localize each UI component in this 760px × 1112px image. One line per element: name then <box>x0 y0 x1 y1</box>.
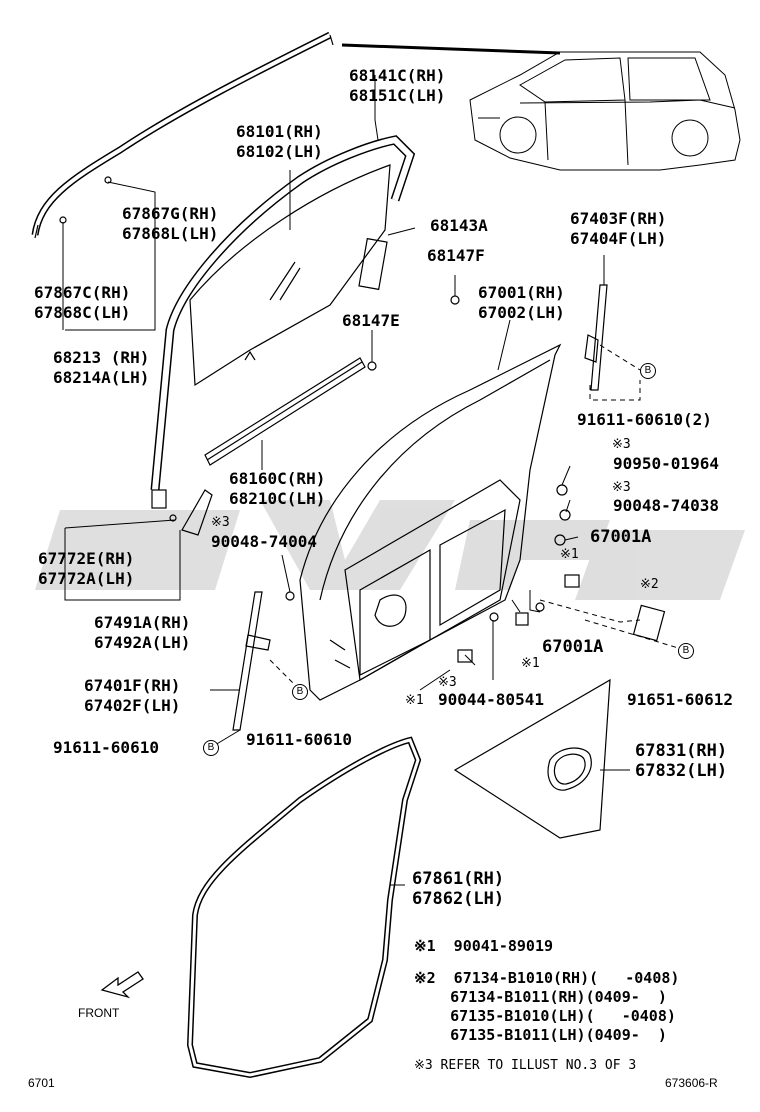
b-mark-3: B <box>292 684 308 700</box>
note-2-line4: 67135-B1011(LH)(0409- ) <box>414 1026 667 1044</box>
label-67867G: 67867G(RH) <box>122 204 219 223</box>
label-68147F: 68147F <box>427 246 485 265</box>
label-67402F: 67402F(LH) <box>84 696 181 715</box>
label-68141C: 68141C(RH) <box>349 66 446 85</box>
label-67002: 67002(LH) <box>478 303 565 322</box>
label-68101: 68101(RH) <box>236 122 323 141</box>
label-67001: 67001(RH) <box>478 283 565 302</box>
mark-n3-d: ※3 <box>438 675 457 690</box>
label-68151C: 68151C(LH) <box>349 86 446 105</box>
label-68147E: 68147E <box>342 311 400 330</box>
label-67001A-b: 67001A <box>542 637 604 657</box>
door-glass-68101 <box>189 164 391 387</box>
mark-n3-a: ※3 <box>612 437 631 452</box>
mark-n1-a: ※1 <box>560 547 579 562</box>
car-illustration <box>341 43 741 171</box>
label-91611-2: 91611-60610(2) <box>577 410 712 429</box>
front-label: FRONT <box>78 1006 120 1020</box>
label-67491A: 67491A(RH) <box>94 613 191 632</box>
label-91651: 91651-60612 <box>627 690 733 709</box>
label-68214A: 68214A(LH) <box>53 368 150 387</box>
label-68143A: 68143A <box>430 216 488 235</box>
label-68213: 68213 (RH) <box>53 348 150 367</box>
b-mark-2: B <box>678 643 694 659</box>
mark-n3-c: ※3 <box>211 515 230 530</box>
mark-n1-b: ※1 <box>521 656 540 671</box>
label-67861: 67861(RH) <box>412 869 505 889</box>
label-90044: 90044-80541 <box>438 690 544 709</box>
diagram-code-right: 673606-R <box>665 1076 718 1090</box>
label-67492A: 67492A(LH) <box>94 633 191 652</box>
b-mark-1: B <box>640 363 656 379</box>
label-67001A-a: 67001A <box>590 527 652 547</box>
mark-n2: ※2 <box>640 577 659 592</box>
leader-lines <box>62 75 686 886</box>
label-90048-74038: 90048-74038 <box>613 496 719 515</box>
label-90048-74004: 90048-74004 <box>211 532 317 551</box>
mark-n1-c: ※1 <box>405 693 424 708</box>
roof-weatherstrip-68213 <box>31 31 334 239</box>
front-sash-67401F <box>232 591 271 731</box>
watermark <box>35 500 745 600</box>
note-2-line1: ※2 67134-B1010(RH)( -0408) <box>414 969 680 987</box>
label-91611-b: 91611-60610 <box>246 730 352 749</box>
label-90950: 90950-01964 <box>613 454 719 473</box>
belt-molding-68160C <box>204 357 366 466</box>
door-trim-board-67831 <box>453 678 611 839</box>
label-67868L: 67868L(LH) <box>122 224 219 243</box>
note-3: ※3 REFER TO ILLUST NO.3 OF 3 <box>414 1058 637 1073</box>
label-67404F: 67404F(LH) <box>570 229 667 248</box>
door-frame-molding <box>150 135 416 491</box>
label-67832: 67832(LH) <box>635 761 728 781</box>
label-68160C: 68160C(RH) <box>229 469 326 488</box>
label-67403F: 67403F(RH) <box>570 209 667 228</box>
front-arrow-icon <box>100 971 144 999</box>
label-68210C: 68210C(LH) <box>229 489 326 508</box>
label-68102: 68102(LH) <box>236 142 323 161</box>
rear-sash-67403F <box>584 284 608 391</box>
b-mark-4: B <box>203 740 219 756</box>
note-1: ※1 90041-89019 <box>414 937 553 955</box>
door-weatherstrip-67861 <box>186 736 422 1079</box>
label-67401F: 67401F(RH) <box>84 676 181 695</box>
label-67772E: 67772E(RH) <box>38 549 135 568</box>
label-67867C: 67867C(RH) <box>34 283 131 302</box>
label-67862: 67862(LH) <box>412 889 505 909</box>
label-67868C: 67868C(LH) <box>34 303 131 322</box>
note-2-line2: 67134-B1011(RH)(0409- ) <box>414 988 667 1006</box>
label-67831: 67831(RH) <box>635 741 728 761</box>
note-2-line3: 67135-B1010(LH)( -0408) <box>414 1007 676 1025</box>
diagram-code-left: 6701 <box>28 1076 55 1090</box>
mirror-seal-67491A <box>181 489 213 536</box>
label-91611-a: 91611-60610 <box>53 738 159 757</box>
mark-n3-b: ※3 <box>612 480 631 495</box>
label-67772A: 67772A(LH) <box>38 569 135 588</box>
door-panel-67001 <box>299 343 562 701</box>
